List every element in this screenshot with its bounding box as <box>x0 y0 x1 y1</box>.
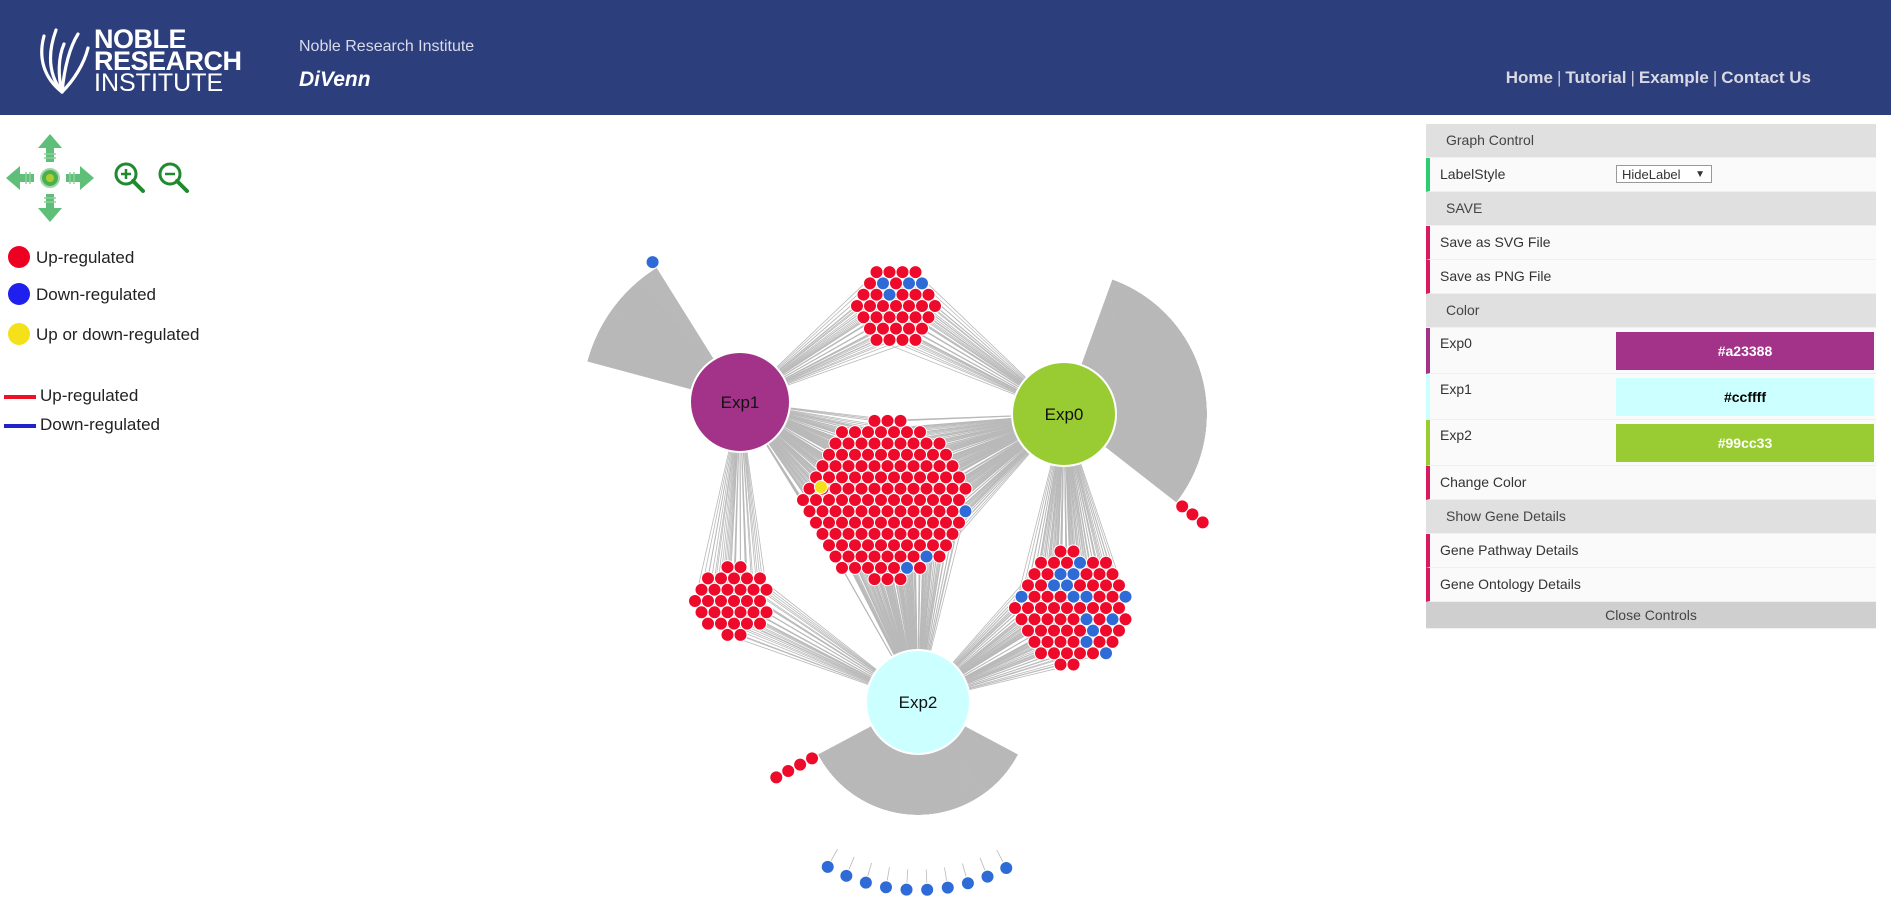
yellow-dot-icon <box>8 323 30 345</box>
pan-arrows-icon[interactable] <box>4 132 96 224</box>
nav-tutorial-link[interactable]: Tutorial <box>1565 68 1626 87</box>
nav-separator: | <box>1709 68 1721 87</box>
nav-contact-link[interactable]: Contact Us <box>1721 68 1811 87</box>
blue-dot-icon <box>8 283 30 305</box>
nav-separator: | <box>1553 68 1565 87</box>
blue-line-icon <box>4 424 36 428</box>
logo-wordmark: NOBLE RESEARCH INSTITUTE <box>94 28 242 94</box>
nav-separator: | <box>1626 68 1638 87</box>
zoom-out-icon[interactable] <box>156 160 190 194</box>
header-bar: NOBLE RESEARCH INSTITUTE Noble Research … <box>0 0 1891 115</box>
red-dot-icon <box>8 246 30 268</box>
noble-logo[interactable]: NOBLE RESEARCH INSTITUTE <box>34 28 249 98</box>
org-name: Noble Research Institute <box>299 38 474 56</box>
nav-home-link[interactable]: Home <box>1506 68 1553 87</box>
app-title: DiVenn <box>299 68 371 92</box>
wheat-logo-icon <box>34 28 90 98</box>
top-nav: Home|Tutorial|Example|Contact Us <box>1506 68 1811 88</box>
zoom-in-icon[interactable] <box>112 160 146 194</box>
nav-example-link[interactable]: Example <box>1639 68 1709 87</box>
red-line-icon <box>4 395 36 399</box>
